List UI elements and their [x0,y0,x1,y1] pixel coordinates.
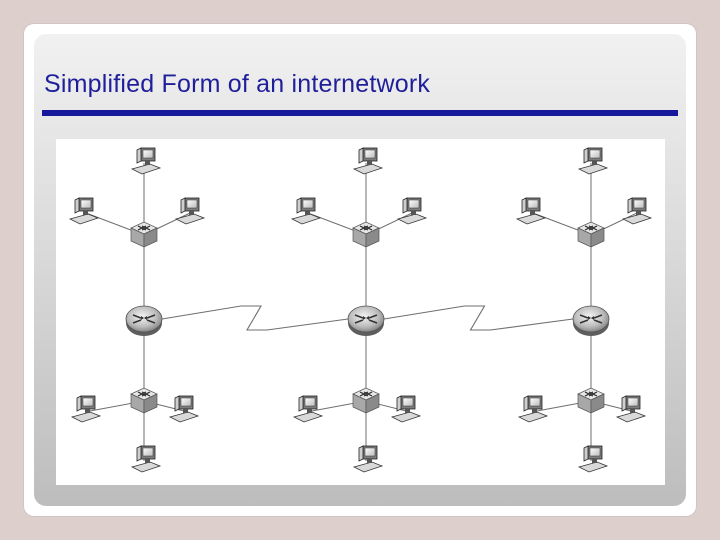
workstation-icon-1-top-left [68,197,100,225]
workstation-icon-1-top-top [130,147,162,175]
network-diagram [56,139,665,485]
workstation-icon-3-top-right [621,197,653,225]
network-diagram-svg [68,147,653,473]
slide-title: Simplified Form of an internetwork [44,70,431,98]
workstation-icon-3-bottom-right [615,395,647,423]
router-icon-3 [572,305,610,336]
switch-icon-1-bottom [130,387,158,414]
switch-icon-3-bottom [577,387,605,414]
workstation-icon-3-top-left [515,197,547,225]
workstation-icon-2-bottom-left [292,395,324,423]
workstation-icon-1-bottom-bottom [130,445,162,473]
workstation-icon-2-top-right [396,197,428,225]
serial-link-2-3 [383,305,574,331]
title-rule [42,110,678,116]
workstation-icon-1-top-right [174,197,206,225]
workstation-icon-2-top-left [290,197,322,225]
workstation-icon-2-bottom-bottom [352,445,384,473]
workstation-icon-3-top-top [577,147,609,175]
serial-link-1-2 [161,305,349,331]
workstation-icon-3-bottom-bottom [577,445,609,473]
switch-icon-2-bottom [352,387,380,414]
nodes-layer [68,147,653,473]
workstation-icon-1-bottom-left [70,395,102,423]
router-icon-2 [347,305,385,336]
workstation-icon-2-top-top [352,147,384,175]
switch-icon-2-top [352,221,380,248]
workstation-icon-3-bottom-left [517,395,549,423]
router-icon-1 [125,305,163,336]
workstation-icon-2-bottom-right [390,395,422,423]
workstation-icon-1-bottom-right [168,395,200,423]
switch-icon-3-top [577,221,605,248]
switch-icon-1-top [130,221,158,248]
